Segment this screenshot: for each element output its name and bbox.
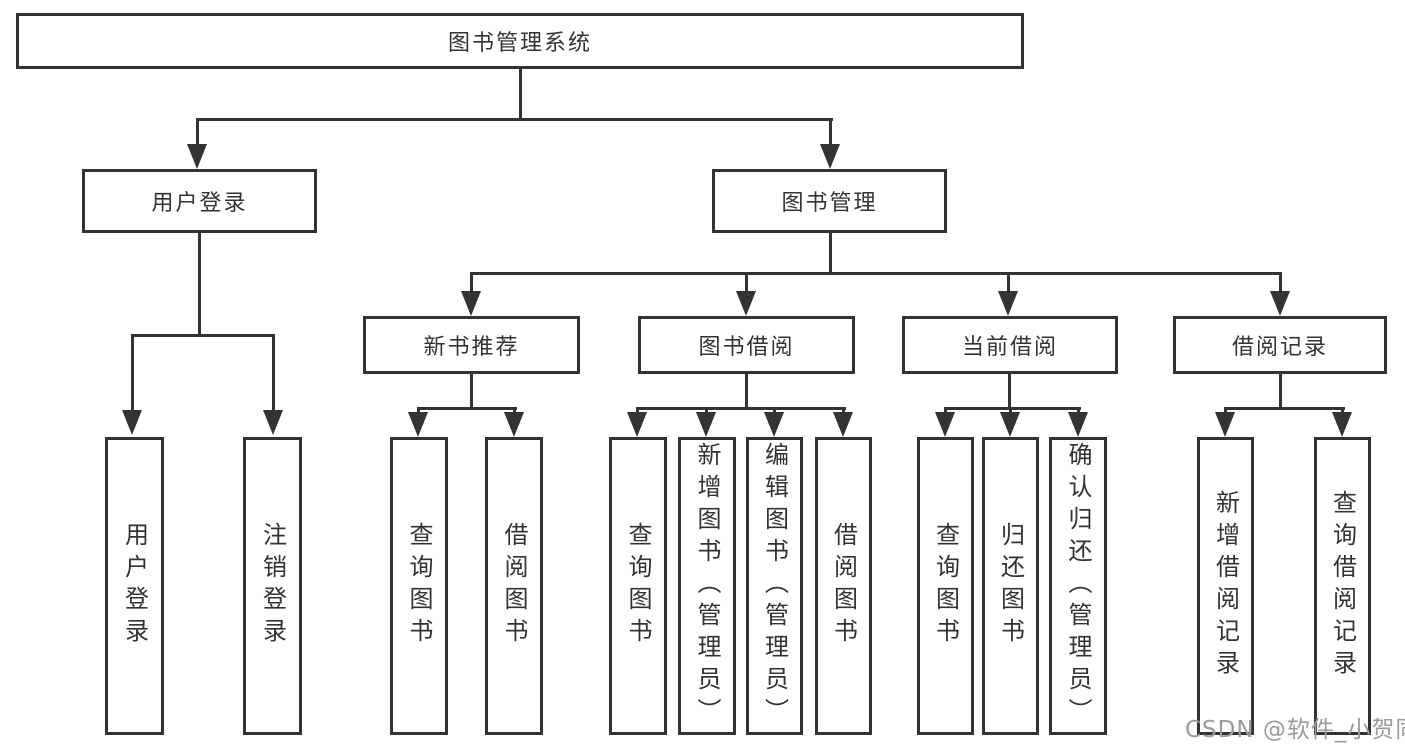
arrowhead — [1332, 412, 1352, 437]
arrowhead — [696, 412, 716, 437]
arrowhead — [187, 144, 207, 169]
connector-line — [1009, 407, 1012, 414]
connector-line — [1008, 374, 1011, 409]
arrowhead — [122, 410, 142, 435]
connector-line — [417, 407, 420, 414]
node-borrow-records-label: 借阅记录 — [1231, 335, 1328, 360]
connector-line — [842, 407, 845, 414]
arrowhead — [1068, 412, 1088, 437]
node-user-login-label: 用户登录 — [151, 191, 248, 216]
leaf-edit-books-admin-label: 编辑图书（管理员） — [760, 442, 789, 730]
node-current-borrow: 当前借阅 — [902, 316, 1118, 374]
arrowhead — [820, 144, 840, 169]
leaf-logout: 注销登录 — [243, 437, 302, 735]
connector-line — [470, 272, 1282, 275]
leaf-add-borrow-record-label: 新增借阅记录 — [1211, 490, 1240, 682]
connector-line — [417, 407, 517, 410]
arrowhead — [1270, 291, 1290, 316]
leaf-user-login-label: 用户登录 — [120, 522, 149, 650]
leaf-add-books-admin: 新增图书（管理员） — [678, 437, 736, 735]
connector-line — [1279, 272, 1282, 293]
connector-line — [1077, 407, 1080, 414]
connector-line — [1007, 272, 1010, 293]
arrowhead — [1215, 412, 1235, 437]
connector-line — [470, 374, 473, 409]
leaf-return-books: 归还图书 — [982, 437, 1039, 735]
arrowhead — [627, 412, 647, 437]
node-book-borrow: 图书借阅 — [638, 316, 855, 374]
arrowhead — [998, 291, 1018, 316]
node-new-book-recommend: 新书推荐 — [363, 316, 580, 374]
connector-line — [944, 407, 1081, 410]
leaf-borrow-books-recommend-label: 借阅图书 — [500, 522, 528, 650]
node-borrow-records: 借阅记录 — [1173, 316, 1387, 374]
leaf-query-books-current: 查询图书 — [917, 437, 974, 735]
connector-line — [1224, 407, 1345, 410]
leaf-query-books-current-label: 查询图书 — [931, 522, 960, 650]
node-library-system-label: 图书管理系统 — [447, 31, 592, 56]
connector-line — [829, 118, 832, 146]
leaf-confirm-return-admin-label: 确认归还（管理员） — [1064, 442, 1092, 730]
csdn-watermark: CSDN @软件_小贺同学 — [1185, 717, 1405, 743]
connector-line — [1224, 407, 1227, 414]
connector-line — [197, 118, 833, 121]
connector-line — [519, 69, 522, 118]
connector-line — [705, 407, 708, 414]
connector-line — [636, 407, 639, 414]
connector-line — [196, 118, 199, 146]
leaf-query-books-borrow-label: 查询图书 — [624, 522, 652, 650]
node-user-login: 用户登录 — [82, 169, 317, 233]
connector-line — [773, 407, 776, 414]
arrowhead — [263, 410, 283, 435]
leaf-query-books-recommend: 查询图书 — [390, 437, 448, 735]
node-library-system: 图书管理系统 — [16, 13, 1024, 69]
connector-line — [131, 334, 275, 337]
leaf-borrow-books-label: 借阅图书 — [829, 522, 858, 650]
leaf-query-books-recommend-label: 查询图书 — [405, 522, 433, 650]
arrowhead — [408, 412, 428, 437]
leaf-query-borrow-record-label: 查询借阅记录 — [1328, 490, 1357, 682]
node-current-borrow-label: 当前借阅 — [961, 335, 1058, 360]
arrowhead — [935, 412, 955, 437]
leaf-add-borrow-record: 新增借阅记录 — [1197, 437, 1254, 735]
connector-line — [470, 272, 473, 293]
connector-line — [745, 374, 748, 409]
connector-line — [636, 407, 846, 410]
arrowhead — [461, 291, 481, 316]
leaf-return-books-label: 归还图书 — [996, 522, 1025, 650]
connector-line — [513, 407, 516, 414]
arrowhead — [736, 291, 756, 316]
arrowhead — [504, 412, 524, 437]
node-new-book-recommend-label: 新书推荐 — [423, 335, 520, 360]
connector-line — [272, 334, 275, 412]
node-book-management-label: 图书管理 — [781, 191, 878, 216]
connector-line — [198, 233, 201, 336]
leaf-user-login: 用户登录 — [105, 437, 164, 735]
leaf-edit-books-admin: 编辑图书（管理员） — [746, 437, 803, 735]
arrowhead — [1000, 412, 1020, 437]
connector-line — [1341, 407, 1344, 414]
node-book-management: 图书管理 — [712, 169, 947, 233]
connector-line — [745, 272, 748, 293]
connector-line — [829, 233, 832, 274]
leaf-query-borrow-record: 查询借阅记录 — [1314, 437, 1371, 735]
leaf-confirm-return-admin: 确认归还（管理员） — [1049, 437, 1107, 735]
connector-line — [131, 334, 134, 412]
leaf-borrow-books: 借阅图书 — [815, 437, 872, 735]
arrowhead — [833, 412, 853, 437]
leaf-query-books-borrow: 查询图书 — [609, 437, 667, 735]
connector-line — [944, 407, 947, 414]
node-book-borrow-label: 图书借阅 — [698, 335, 795, 360]
connector-line — [1279, 374, 1282, 409]
leaf-borrow-books-recommend: 借阅图书 — [485, 437, 543, 735]
arrowhead — [764, 412, 784, 437]
leaf-logout-label: 注销登录 — [258, 522, 287, 650]
leaf-add-books-admin-label: 新增图书（管理员） — [693, 442, 721, 730]
